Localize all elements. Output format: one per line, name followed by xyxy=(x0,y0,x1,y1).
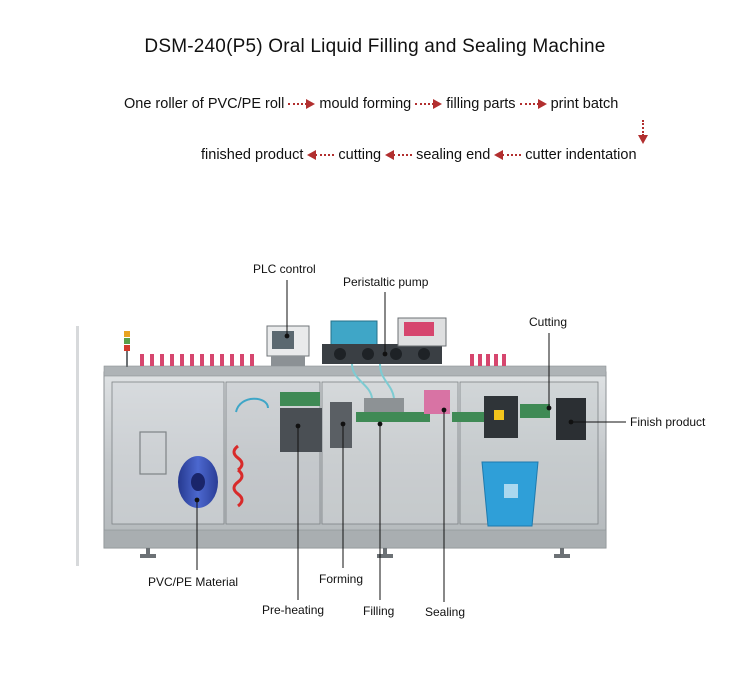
pvc-film-roll-core xyxy=(191,473,205,491)
pump-head xyxy=(334,348,346,360)
signal-pole xyxy=(126,351,128,367)
plc-screen xyxy=(272,331,294,349)
leader-dot xyxy=(568,419,574,425)
process-flow-row-1: One roller of PVC/PE roll mould forming … xyxy=(124,96,618,112)
process-flow-row-2: finished product cutting sealing end cut… xyxy=(201,147,637,163)
fluid-tube xyxy=(235,397,269,413)
callout-cutting: Cutting xyxy=(529,315,568,329)
filling-rail xyxy=(356,412,430,422)
warning-label xyxy=(494,410,504,420)
sealing-rail xyxy=(452,412,492,422)
callout-peristaltic-pump: Peristaltic pump xyxy=(343,275,429,289)
pump-head xyxy=(418,348,430,360)
leader-dot xyxy=(441,407,447,413)
flow-step-print-batch: print batch xyxy=(550,96,619,112)
left-arrow-icon xyxy=(494,150,522,160)
cutting-rail xyxy=(520,404,550,418)
signal-light xyxy=(124,338,130,344)
callout-finish-product: Finish product xyxy=(630,415,706,429)
flow-step-sealing-end: sealing end xyxy=(416,147,491,163)
coil-spring xyxy=(232,444,244,508)
leader-dot xyxy=(340,421,346,427)
right-arrow-icon xyxy=(519,99,547,109)
guard-rail xyxy=(76,326,79,566)
finish-chute xyxy=(556,398,586,440)
right-arrow-icon xyxy=(415,99,443,109)
flow-step-finished-product: finished product xyxy=(201,147,304,163)
fluid-tube xyxy=(351,363,373,399)
vial-row-left xyxy=(140,354,254,366)
fluid-tube xyxy=(379,363,395,399)
callout-plc-control: PLC control xyxy=(253,262,316,276)
callout-pre-heating: Pre-heating xyxy=(262,603,325,617)
preheating-block xyxy=(280,408,322,452)
left-arrow-icon xyxy=(307,150,335,160)
leader-dot xyxy=(295,423,301,429)
signal-light xyxy=(124,345,130,351)
leader-dot xyxy=(284,333,290,339)
callout-forming: Forming xyxy=(319,572,364,586)
right-arrow-icon xyxy=(288,99,316,109)
green-board xyxy=(280,392,320,406)
callout-filling: Filling xyxy=(363,604,395,618)
base-plinth xyxy=(103,529,607,549)
leader-dot xyxy=(382,351,388,357)
pump-head xyxy=(362,348,374,360)
left-arrow-icon xyxy=(385,150,413,160)
pump-controller-screen xyxy=(404,322,434,336)
page-title: DSM-240(P5) Oral Liquid Filling and Seal… xyxy=(144,36,606,57)
leader-dot xyxy=(377,421,383,427)
pump-base xyxy=(322,344,442,364)
flow-step-filling-parts: filling parts xyxy=(446,96,516,112)
roll-stand xyxy=(139,431,167,475)
callout-pvc-pe-material: PVC/PE Material xyxy=(148,575,239,589)
flow-step-cutter-indentation: cutter indentation xyxy=(525,147,637,163)
leader-dot xyxy=(194,497,200,503)
pump-tank xyxy=(330,320,378,348)
plc-mount xyxy=(271,356,305,366)
bin-label xyxy=(504,484,518,498)
filling-head xyxy=(364,398,404,412)
callout-sealing: Sealing xyxy=(425,605,466,619)
down-arrow-icon xyxy=(638,120,648,144)
flow-step-cutting: cutting xyxy=(338,147,382,163)
flow-step-mould-forming: mould forming xyxy=(319,96,412,112)
machine-feet xyxy=(140,548,570,558)
signal-light xyxy=(124,331,130,337)
vial-row-right xyxy=(470,354,506,366)
flow-step-roller: One roller of PVC/PE roll xyxy=(124,96,285,112)
leader-dot xyxy=(546,405,552,411)
pump-head xyxy=(390,348,402,360)
